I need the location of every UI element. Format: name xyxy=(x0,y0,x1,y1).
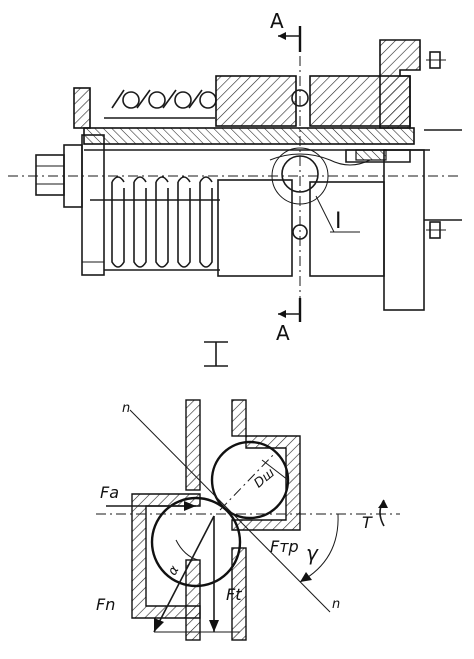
spring-section-upper xyxy=(104,89,217,119)
section-label-top: A xyxy=(270,9,284,33)
normal-label-bottom: n xyxy=(332,597,340,612)
spring-view-lower xyxy=(104,176,220,271)
section-label-bottom: A xyxy=(276,321,290,345)
right-housing xyxy=(269,39,462,311)
d-ball-leader xyxy=(261,459,289,481)
torque-label: T xyxy=(362,513,373,532)
left-disc-upper xyxy=(215,75,297,127)
section-line-a-a: A A xyxy=(270,9,302,345)
force-fa: Fa xyxy=(100,483,196,511)
normal-label-top: n xyxy=(122,401,130,416)
ft-label: Ft xyxy=(226,585,242,604)
fn-label: Fn xyxy=(96,595,115,614)
lower-ball xyxy=(150,496,242,588)
left-flange xyxy=(73,87,105,276)
detail-view: n n Dш Fa Fn Ft Fтр α xyxy=(96,399,400,641)
force-fn: Fn xyxy=(96,515,215,633)
right-disc-lower xyxy=(309,181,385,277)
groove-walls xyxy=(185,399,247,641)
detail-title-label: I xyxy=(0,0,1,1)
detail-title-block: I xyxy=(0,0,228,367)
normal-line xyxy=(129,409,331,613)
force-ft: Ft xyxy=(209,516,242,632)
shaft-sleeve xyxy=(83,127,430,201)
detail-leader xyxy=(315,195,335,233)
detail-ref-label: I xyxy=(335,209,342,234)
torque-t: T xyxy=(362,499,388,532)
left-disc-lower xyxy=(217,179,293,277)
gamma-label: γ xyxy=(306,541,319,565)
assembly-view: I A A xyxy=(8,9,462,345)
fa-label: Fa xyxy=(100,483,119,502)
alpha-arc xyxy=(175,539,199,561)
upper-socket xyxy=(231,435,301,531)
ball-diameter-line xyxy=(219,451,277,511)
ftp-label: Fтр xyxy=(270,537,299,556)
